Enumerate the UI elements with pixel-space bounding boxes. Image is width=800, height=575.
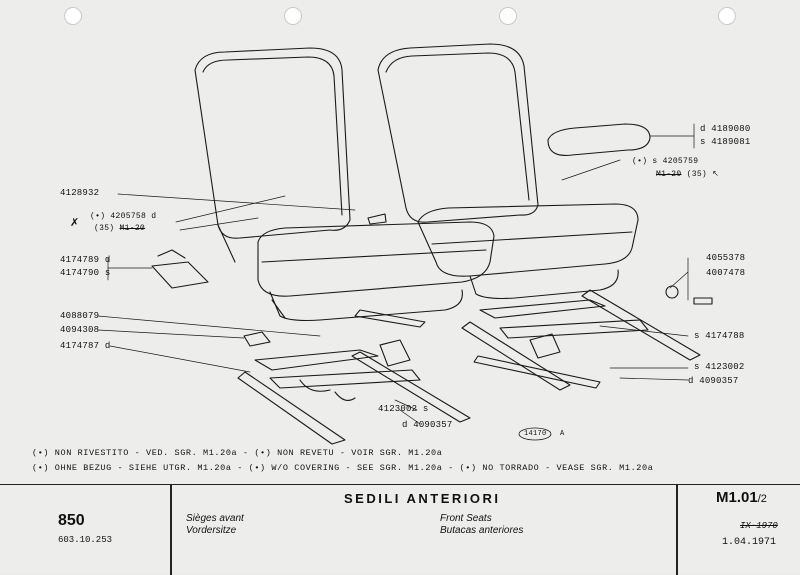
callout-4174788: s 4174788 xyxy=(694,331,745,341)
title-en: Front Seats xyxy=(440,513,492,524)
callout-4094308: 4094308 xyxy=(60,325,100,335)
title-de: Vordersitze xyxy=(186,525,237,536)
callout-4090357-right: d 4090357 xyxy=(688,376,739,386)
guide-rod xyxy=(354,309,426,328)
callout-m120-right: M1-20 (35) ↖ xyxy=(656,170,720,179)
page-title: SEDILI ANTERIORI xyxy=(344,491,501,506)
model-code: 603.10.253 xyxy=(58,535,113,545)
page-number: M1.01/2 xyxy=(716,489,767,506)
exploded-parts-drawing xyxy=(97,43,713,445)
right-seat-cushion xyxy=(417,203,639,300)
title-es: Butacas anteriores xyxy=(440,525,524,536)
callout-m120-left: (35) M1-20 xyxy=(94,224,146,233)
divider xyxy=(676,485,678,575)
x-mark: ✗ xyxy=(70,218,80,230)
knob xyxy=(367,213,387,225)
callout-4205759: (•) s 4205759 xyxy=(632,157,699,166)
punch-hole xyxy=(718,7,736,25)
punch-hole xyxy=(284,7,302,25)
title-fr: Sièges avant xyxy=(186,513,244,524)
bolt xyxy=(693,297,713,305)
callout-4174787: 4174787 d xyxy=(60,341,111,351)
ref-circle xyxy=(518,427,552,441)
note-line-1: (•) NON RIVESTITO - VED. SGR. M1.20a - (… xyxy=(32,448,443,458)
left-seat-cushion xyxy=(257,221,495,322)
callout-4205758: (•) 4205758 d xyxy=(90,212,157,221)
callout-4123002-left: 4123002 s xyxy=(378,404,429,414)
punch-hole xyxy=(499,7,517,25)
callout-4174790: 4174790 s xyxy=(60,268,111,278)
right-seat-back xyxy=(377,43,539,223)
hinge-bracket xyxy=(151,249,209,289)
clip xyxy=(243,331,271,347)
callout-4189080: d 4189080 xyxy=(700,124,751,134)
date-superseded: IX-1970 xyxy=(740,521,778,531)
armrest xyxy=(547,123,651,156)
callout-4123002-right: s 4123002 xyxy=(694,362,745,372)
right-seat-rails xyxy=(461,289,701,391)
callout-4088079: 4088079 xyxy=(60,311,100,321)
ref-code: 14170 A xyxy=(524,430,565,438)
callout-4055378: 4055378 xyxy=(706,253,746,263)
model-number: 850 xyxy=(58,512,85,529)
note-line-2: (•) OHNE BEZUG - SIEHE UTGR. M1.20a - (•… xyxy=(32,463,654,473)
callout-4090357-left: d 4090357 xyxy=(402,420,453,430)
callout-4189081: s 4189081 xyxy=(700,137,751,147)
left-seat-back xyxy=(194,47,351,263)
left-seat-rails xyxy=(237,339,471,445)
callout-4128932: 4128932 xyxy=(60,188,100,198)
footer-title-block: 850 603.10.253 SEDILI ANTERIORI Sièges a… xyxy=(0,484,800,575)
callout-4174789: 4174789 d xyxy=(60,255,111,265)
bushing xyxy=(665,285,679,299)
divider xyxy=(170,485,172,575)
callout-4007478: 4007478 xyxy=(706,268,746,278)
date-current: 1.04.1971 xyxy=(722,537,777,548)
punch-hole xyxy=(64,7,82,25)
